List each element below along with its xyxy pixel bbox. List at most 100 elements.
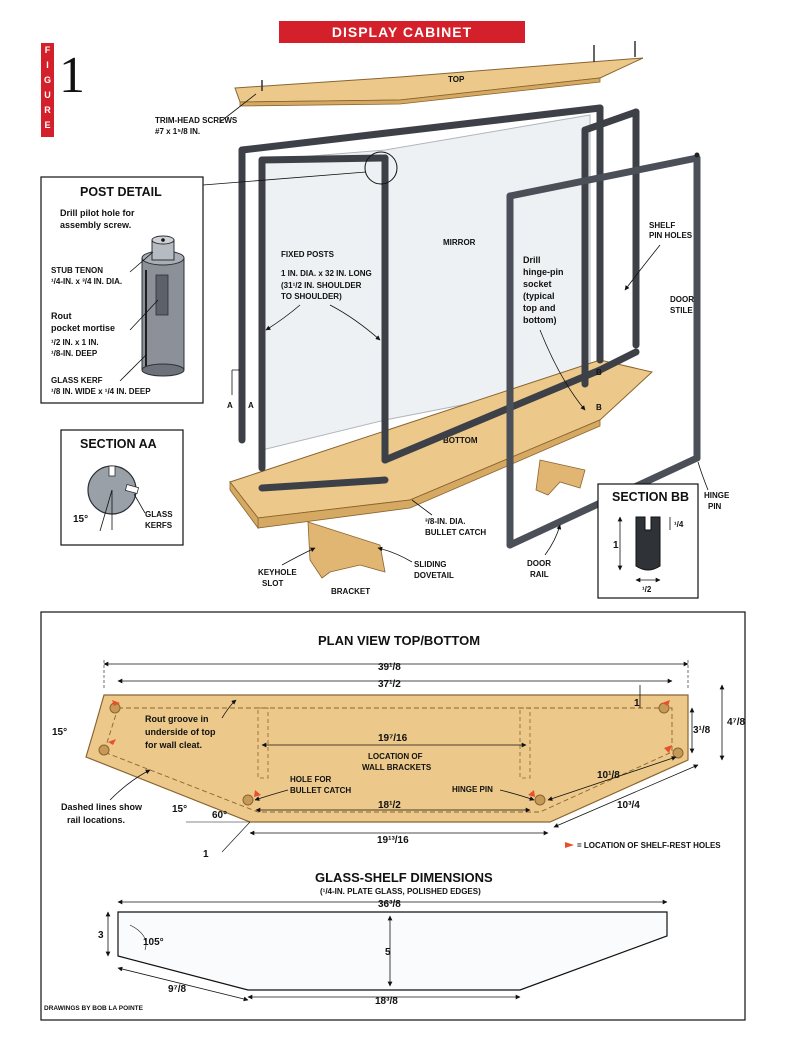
shelf-pin-line1: SHELF <box>649 221 675 230</box>
trim-screws-label: TRIM-HEAD SCREWS #7 x 1⁵/8 IN. <box>155 116 238 136</box>
figure-letter: U <box>44 90 51 100</box>
plan-title: PLAN VIEW TOP/BOTTOM <box>318 633 480 648</box>
wall-brackets-2: WALL BRACKETS <box>362 763 432 772</box>
mirror-label: MIRROR <box>443 238 476 247</box>
glass-subtitle: (¹/4-IN. PLATE GLASS, POLISHED EDGES) <box>320 887 481 896</box>
section-bb-dim-one: 1 <box>613 540 619 551</box>
hinge-pin-leader <box>697 461 709 491</box>
dashed-leader <box>109 769 151 801</box>
bullet-catch-line2: BULLET CATCH <box>425 528 486 537</box>
drill-hinge-line3: socket <box>523 279 552 289</box>
dim-1a: 1 <box>634 698 640 709</box>
plan-angle-15: 15° <box>172 804 187 815</box>
dim-3: 3¹/8 <box>693 725 711 736</box>
section-aa-drawing <box>87 465 140 532</box>
glass-title: GLASS-SHELF DIMENSIONS <box>315 870 493 885</box>
trim-screws-line2: #7 x 1⁵/8 IN. <box>155 127 200 136</box>
section-bb-drawing <box>617 516 671 583</box>
plan-angle-left: 15° <box>52 727 67 738</box>
section-mark-a-right: A <box>248 401 254 410</box>
drill-hinge-line2: hinge-pin <box>523 267 564 277</box>
section-bb-dim-quarter: ¹/4 <box>674 520 684 529</box>
fixed-posts-line2: 1 IN. DIA. x 32 IN. LONG <box>281 269 372 278</box>
dim-glass-3: 3 <box>98 930 104 941</box>
glass-kerf-line1: GLASS KERF <box>51 376 103 385</box>
dim-19-13: 19¹³/16 <box>377 835 409 846</box>
door-stile-line1: DOOR <box>670 295 694 304</box>
dim-19-7: 19⁷/16 <box>378 733 408 744</box>
section-mark-b-bottom: B <box>596 403 602 412</box>
plan-hinge-pin: HINGE PIN <box>452 785 493 794</box>
dovetail-line1: SLIDING <box>414 560 446 569</box>
glass-angle: 105° <box>143 937 164 948</box>
detail-callout-circle <box>364 151 398 185</box>
top-panel <box>234 41 644 107</box>
bracket-label: BRACKET <box>331 587 370 596</box>
trim-screws-line1: TRIM-HEAD SCREWS <box>155 116 238 125</box>
glass-angle-arc <box>129 924 147 951</box>
dovetail-line2: DOVETAIL <box>414 571 454 580</box>
hole-bullet-2: BULLET CATCH <box>290 786 351 795</box>
post-detail-drill-1: Drill pilot hole for <box>60 208 135 218</box>
legend-marker <box>565 842 574 848</box>
top-label: TOP <box>448 75 465 84</box>
section-aa-kerfs-leader <box>133 493 146 514</box>
section-aa-title: SECTION AA <box>80 437 157 451</box>
rout-line1: Rout <box>51 311 72 321</box>
drill-hinge-line1: Drill <box>523 255 541 265</box>
plan-hinge-pin-leader <box>499 789 535 801</box>
fixed-posts-leader <box>265 304 301 331</box>
glass-shelf-shape <box>117 911 668 991</box>
drill-hinge-line4: (typical <box>523 291 555 301</box>
shelf-pin-leader <box>624 244 661 291</box>
dim-36: 36³/8 <box>378 899 401 910</box>
figure-letter: I <box>46 60 49 70</box>
trim-screws-leader <box>219 93 257 123</box>
post-detail-drill-2: assembly screw. <box>60 220 131 230</box>
figure-letter: R <box>44 105 51 115</box>
dim-39: 39¹/8 <box>378 662 401 673</box>
figure-letter: E <box>44 120 51 130</box>
dashed-2: rail locations. <box>67 815 125 825</box>
dim-18: 18¹/2 <box>378 800 401 811</box>
dim-glass-9: 9⁷/8 <box>168 984 186 995</box>
rout-line4: ¹/8-IN. DEEP <box>51 349 98 358</box>
dim-glass-18: 18³/8 <box>375 996 398 1007</box>
hole-bullet-leader <box>254 789 289 801</box>
section-aa-angle: 15° <box>73 514 88 525</box>
rout-groove-3: for wall cleat. <box>145 740 202 750</box>
keyhole-line1: KEYHOLE <box>258 568 297 577</box>
fixed-posts-line3: (31¹/2 IN. SHOULDER <box>281 281 362 290</box>
post-detail-title: POST DETAIL <box>80 185 162 199</box>
stub-tenon-line1: STUB TENON <box>51 266 103 275</box>
legend-text: = LOCATION OF SHELF-REST HOLES <box>577 841 721 850</box>
section-bb-dim-half: ¹/2 <box>642 585 652 594</box>
fixed-posts-leader-right <box>329 304 381 341</box>
figure-letter: F <box>44 45 51 55</box>
dim-1b: 1 <box>203 849 209 860</box>
section-mark-a-left: A <box>227 401 233 410</box>
dim-10-3: 10³/4 <box>617 800 640 811</box>
dim-glass-5: 5 <box>385 947 391 958</box>
door-rail-line2: RAIL <box>530 570 549 579</box>
dashed-1: Dashed lines show <box>61 802 143 812</box>
hole-bullet-1: HOLE FOR <box>290 775 332 784</box>
keyhole-leader <box>281 547 316 566</box>
dim-37: 37¹/2 <box>378 679 401 690</box>
rout-groove-2: underside of top <box>145 727 216 737</box>
shelf-pin-line2: PIN HOLES <box>649 231 693 240</box>
stub-tenon-leader <box>129 251 154 273</box>
dim-4: 4⁷/8 <box>727 717 745 728</box>
door-stile-line2: STILE <box>670 306 693 315</box>
dim-line-glass-9 <box>117 966 249 1002</box>
bracket-rear <box>535 459 586 496</box>
section-aa-kerfs-1: GLASS <box>145 510 173 519</box>
dim-10-1: 10¹/8 <box>597 770 620 781</box>
fixed-posts-line1: FIXED POSTS <box>281 250 335 259</box>
drill-hinge-line6: bottom) <box>523 315 557 325</box>
hinge-pin-line1: HINGE <box>704 491 730 500</box>
door-rail-leader <box>544 524 562 556</box>
hinge-pin-line2: PIN <box>708 502 722 511</box>
drill-hinge-line5: top and <box>523 303 556 313</box>
